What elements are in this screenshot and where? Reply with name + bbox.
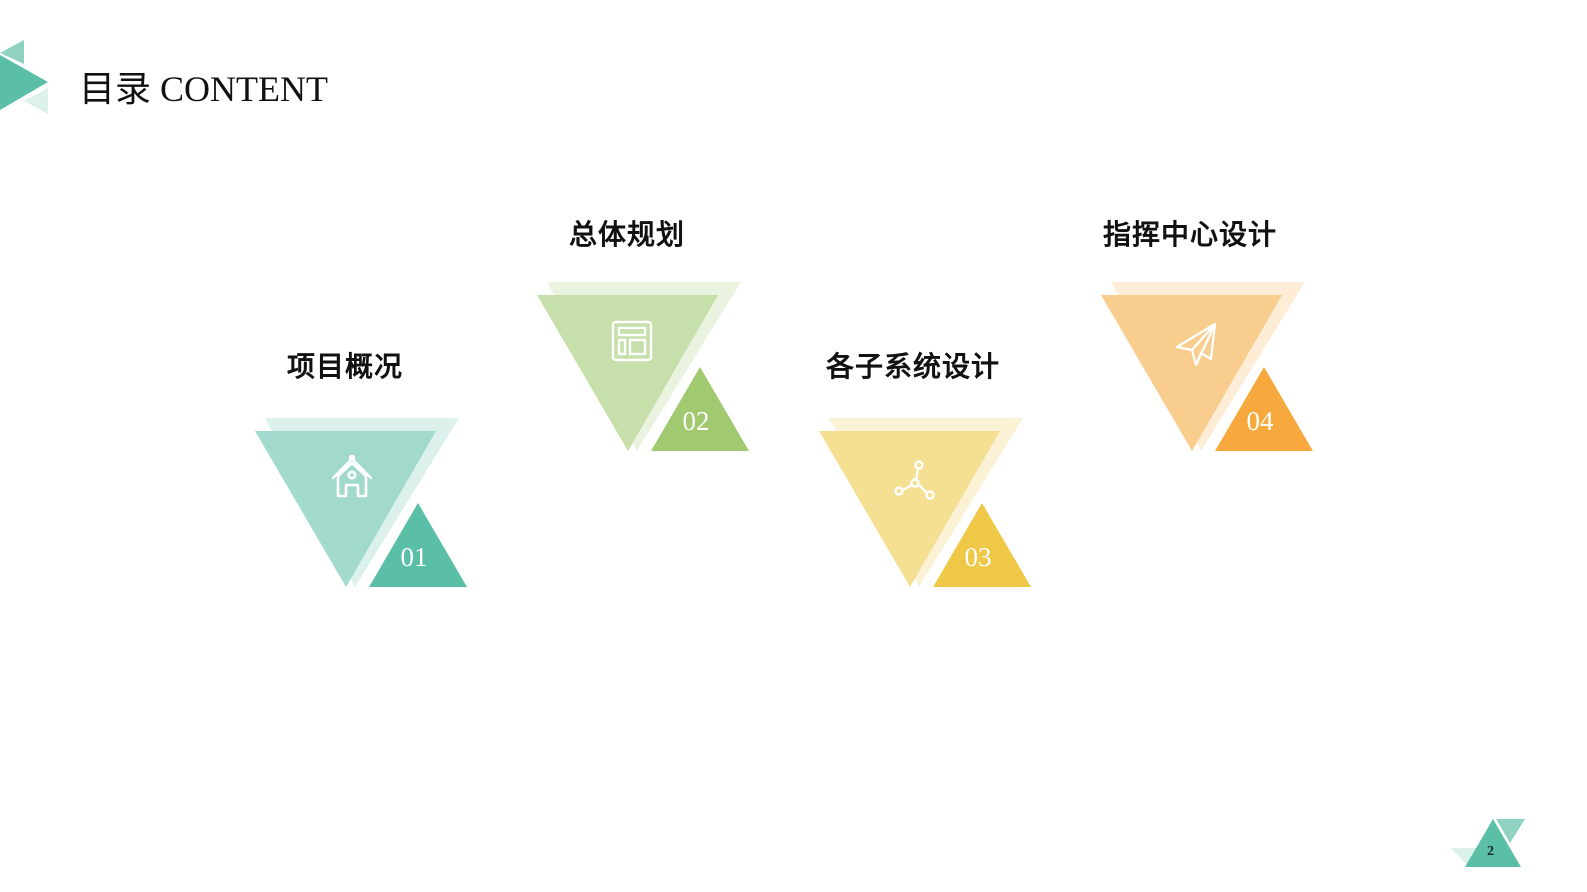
section-1-number-triangle — [369, 503, 467, 587]
section-3-number: 03 — [964, 542, 992, 572]
section-1-graphic[interactable] — [255, 418, 467, 587]
section-1-front-triangle — [255, 431, 436, 587]
deco-triangle-top — [0, 40, 24, 64]
section-2-graphic[interactable] — [537, 282, 749, 451]
paper-plane-icon — [1175, 322, 1217, 367]
section-4-number: 04 — [1246, 406, 1274, 436]
deco-triangle-bottom — [24, 88, 48, 114]
section-1-number: 01 — [400, 542, 428, 572]
section-4-front-triangle — [1101, 295, 1282, 451]
house-icon — [331, 454, 373, 498]
section-4-title[interactable]: 指挥中心设计 — [1102, 218, 1278, 251]
section-2-title[interactable]: 总体规划 — [568, 218, 686, 251]
section-3-front-triangle — [819, 431, 1000, 587]
page-deco-mid-triangle — [1496, 819, 1525, 843]
section-4-number-triangle — [1215, 367, 1313, 451]
section-2-number: 02 — [682, 406, 710, 436]
section-3-graphic[interactable] — [819, 418, 1031, 587]
page-title: 目录 CONTENT — [79, 69, 328, 109]
section-3-title[interactable]: 各子系统设计 — [825, 350, 1001, 383]
section-3-number-triangle — [933, 503, 1031, 587]
page-number: 2 — [1487, 844, 1494, 859]
nodes-icon — [894, 460, 935, 500]
deco-triangle-main — [0, 55, 48, 110]
section-1-title[interactable]: 项目概况 — [286, 350, 404, 383]
section-4-graphic[interactable] — [1101, 282, 1313, 451]
section-2-number-triangle — [651, 367, 749, 451]
layout-icon — [611, 320, 653, 362]
section-2-front-triangle — [537, 295, 718, 451]
page-deco-main-triangle — [1465, 819, 1521, 867]
